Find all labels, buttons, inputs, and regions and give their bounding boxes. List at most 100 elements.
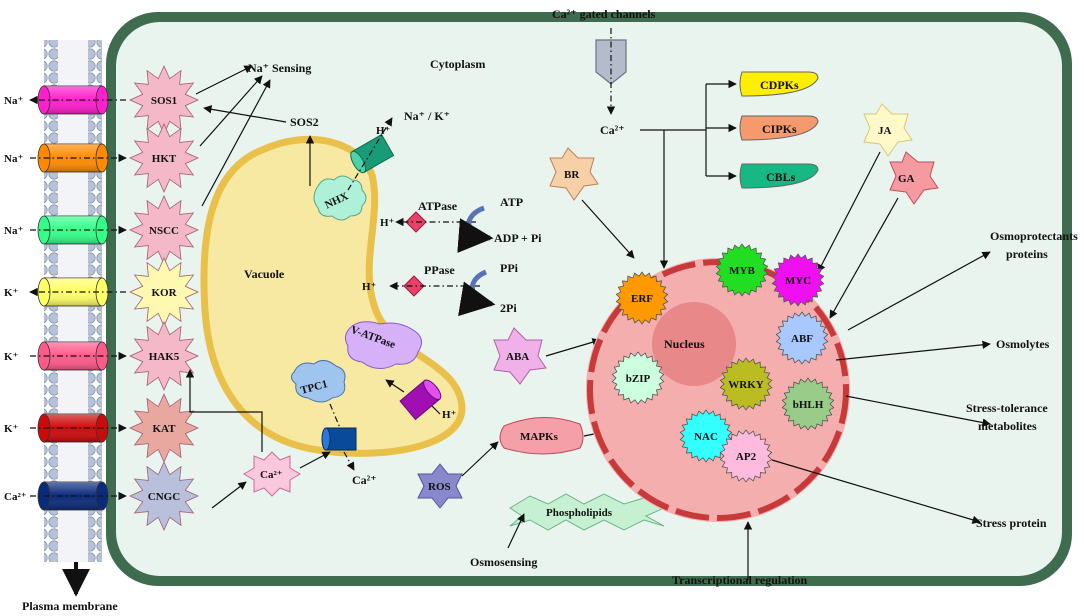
phospholipids-label: Phospholipids <box>546 507 613 519</box>
kor-ion-label: K⁺ <box>4 287 19 299</box>
v-atpase-transporter <box>344 321 422 369</box>
ca-star-label: Ca²⁺ <box>260 469 283 481</box>
plasma-membrane-label: Plasma membrane <box>22 599 118 613</box>
aba-star <box>493 327 547 385</box>
erf-label: ERF <box>631 293 653 305</box>
vacuole-label: Vacuole <box>244 267 285 281</box>
ca-gated-channel <box>595 39 627 85</box>
h-top-label: H⁺ <box>376 125 391 137</box>
vacuole-ca-channel <box>321 427 357 451</box>
transporter-kor: KOR K⁺ <box>4 257 199 327</box>
svg-text:CBLs: CBLs <box>766 170 796 184</box>
ppi-curve-arrow <box>458 269 496 317</box>
hak5-label: HAK5 <box>149 351 180 363</box>
ca-vacuole-label: Ca²⁺ <box>352 473 377 487</box>
atp-label: ATP <box>500 195 523 209</box>
svg-text:CDPKs: CDPKs <box>760 78 799 92</box>
atpase-label: ATPase <box>418 199 458 213</box>
phospholipids-node <box>509 493 666 531</box>
cngc-ion-label: Ca²⁺ <box>4 491 27 503</box>
cngc-star <box>129 461 199 531</box>
ja-label: JA <box>878 125 892 137</box>
transporter-hkt: HKT Na⁺ <box>4 123 199 193</box>
tf-myc: MYC <box>771 253 825 307</box>
transporter-kat: KAT K⁺ <box>4 393 199 463</box>
ap2-label: AP2 <box>736 451 757 463</box>
osmoprotectants-label-1: Osmoprotectants <box>990 229 1078 243</box>
sos2-label: SOS2 <box>290 115 319 129</box>
nscc-ion-label: Na⁺ <box>4 225 23 237</box>
stress-tolerance-label-1: Stress-tolerance <box>966 401 1048 415</box>
tf-wrky: WRKY <box>719 357 773 411</box>
na-k-label: Na⁺ / K⁺ <box>404 109 450 123</box>
osmolytes-label: Osmolytes <box>996 337 1050 351</box>
tf-abf: ABF <box>775 311 829 365</box>
sos1-label: SOS1 <box>151 95 177 107</box>
hkt-label: HKT <box>152 153 177 165</box>
tpc1-transporter <box>290 360 346 403</box>
h-atpase-label: H⁺ <box>380 217 395 229</box>
cngc-label: CNGC <box>148 491 180 503</box>
myc-label: MYC <box>785 275 811 287</box>
br-star <box>549 147 599 201</box>
kat-label: KAT <box>152 423 176 435</box>
h-vatpase-label: H⁺ <box>442 409 457 421</box>
ca-gated-channels-label: Ca²⁺ gated channels <box>552 7 656 21</box>
svg-text:CIPKs: CIPKs <box>762 122 797 136</box>
osmoprotectants-label-2: proteins <box>1006 247 1048 261</box>
nhx-transporter <box>313 175 367 221</box>
transporter-sos1: SOS1 Na⁺ <box>4 65 199 135</box>
osmosensing-label: Osmosensing <box>470 555 537 569</box>
cytoplasm-label: Cytoplasm <box>430 57 485 71</box>
ga-label: GA <box>898 173 915 185</box>
hkt-ion-label: Na⁺ <box>4 153 23 165</box>
bzip-label: bZIP <box>626 373 651 385</box>
br-label: BR <box>564 169 580 181</box>
v-atpase-channel <box>399 379 442 421</box>
adp-pi-label: ADP + Pi <box>494 231 542 245</box>
nscc-label: NSCC <box>149 225 179 237</box>
transporter-nscc: NSCC Na⁺ <box>4 195 199 265</box>
cdpks-node: CDPKs <box>739 71 819 97</box>
bhlh-label: bHLH <box>793 399 824 411</box>
kat-ion-label: K⁺ <box>4 423 19 435</box>
vacuole <box>200 135 466 457</box>
tf-ap2: AP2 <box>719 429 773 483</box>
mapks-node <box>499 416 584 455</box>
atp-curve-arrow <box>457 205 494 254</box>
kor-label: KOR <box>151 287 177 299</box>
sos1-ion-label: Na⁺ <box>4 95 23 107</box>
stress-tolerance-label-2: metabolites <box>978 419 1037 433</box>
aba-label: ABA <box>506 351 529 363</box>
na-sensing-label: Na⁺ Sensing <box>248 61 311 75</box>
transcriptional-regulation-label: Transcriptional regulation <box>672 573 808 587</box>
nac-label: NAC <box>694 431 718 443</box>
tf-bzip: bZIP <box>611 351 665 405</box>
ppi-label: PPi <box>500 261 519 275</box>
tf-bhlh: bHLH <box>781 377 835 431</box>
wrky-label: WRKY <box>728 379 764 391</box>
hkt-star <box>129 123 199 193</box>
ga-star <box>889 151 939 205</box>
ppase-label: PPase <box>424 263 455 277</box>
ros-star <box>417 463 463 509</box>
cbls-node: CBLs <box>739 163 819 189</box>
tf-myb: MYB <box>715 243 769 297</box>
ja-star <box>863 103 913 157</box>
two-pi-label: 2Pi <box>500 301 517 315</box>
hak5-ion-label: K⁺ <box>4 351 19 363</box>
ca-cytosol-label: Ca²⁺ <box>600 123 625 137</box>
hak5-star <box>129 321 199 391</box>
h-ppase-label: H⁺ <box>362 281 377 293</box>
transporter-cngc: CNGC Ca²⁺ <box>4 461 199 531</box>
transporter-hak5: HAK5 K⁺ <box>4 321 199 391</box>
ca-star <box>243 451 301 497</box>
ros-label: ROS <box>428 481 451 493</box>
tf-nac: NAC <box>679 409 733 463</box>
nucleolus <box>652 302 736 386</box>
tf-erf: ERF <box>615 271 669 325</box>
vacuole-top-channel <box>350 133 395 174</box>
nucleus-label: Nucleus <box>664 337 705 351</box>
mapks-label: MAPKs <box>520 431 559 443</box>
